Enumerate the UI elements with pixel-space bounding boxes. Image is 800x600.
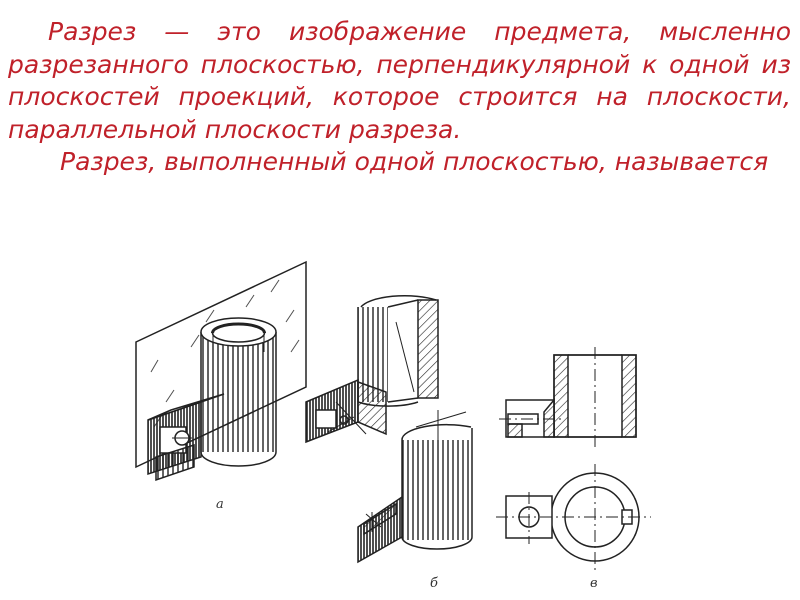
caption-v: в [590,576,598,591]
section-drawing: а [135,260,651,591]
definition-text: Разрез — это изображение предмета, мысле… [8,16,791,179]
figure-a-isometric-with-plane: а [135,260,307,512]
definition-paragraph: Разрез — это изображение предмета, мысле… [8,17,791,144]
caption-b: б [430,576,438,591]
caption-a: а [216,497,224,512]
single-plane-section-paragraph: Разрез, выполненный одной плоскостью, на… [60,147,769,176]
figure-v-orthographic-views: в [496,347,651,591]
figure-b-exploded-section: б [305,294,473,591]
section-illustration: а [96,252,662,600]
